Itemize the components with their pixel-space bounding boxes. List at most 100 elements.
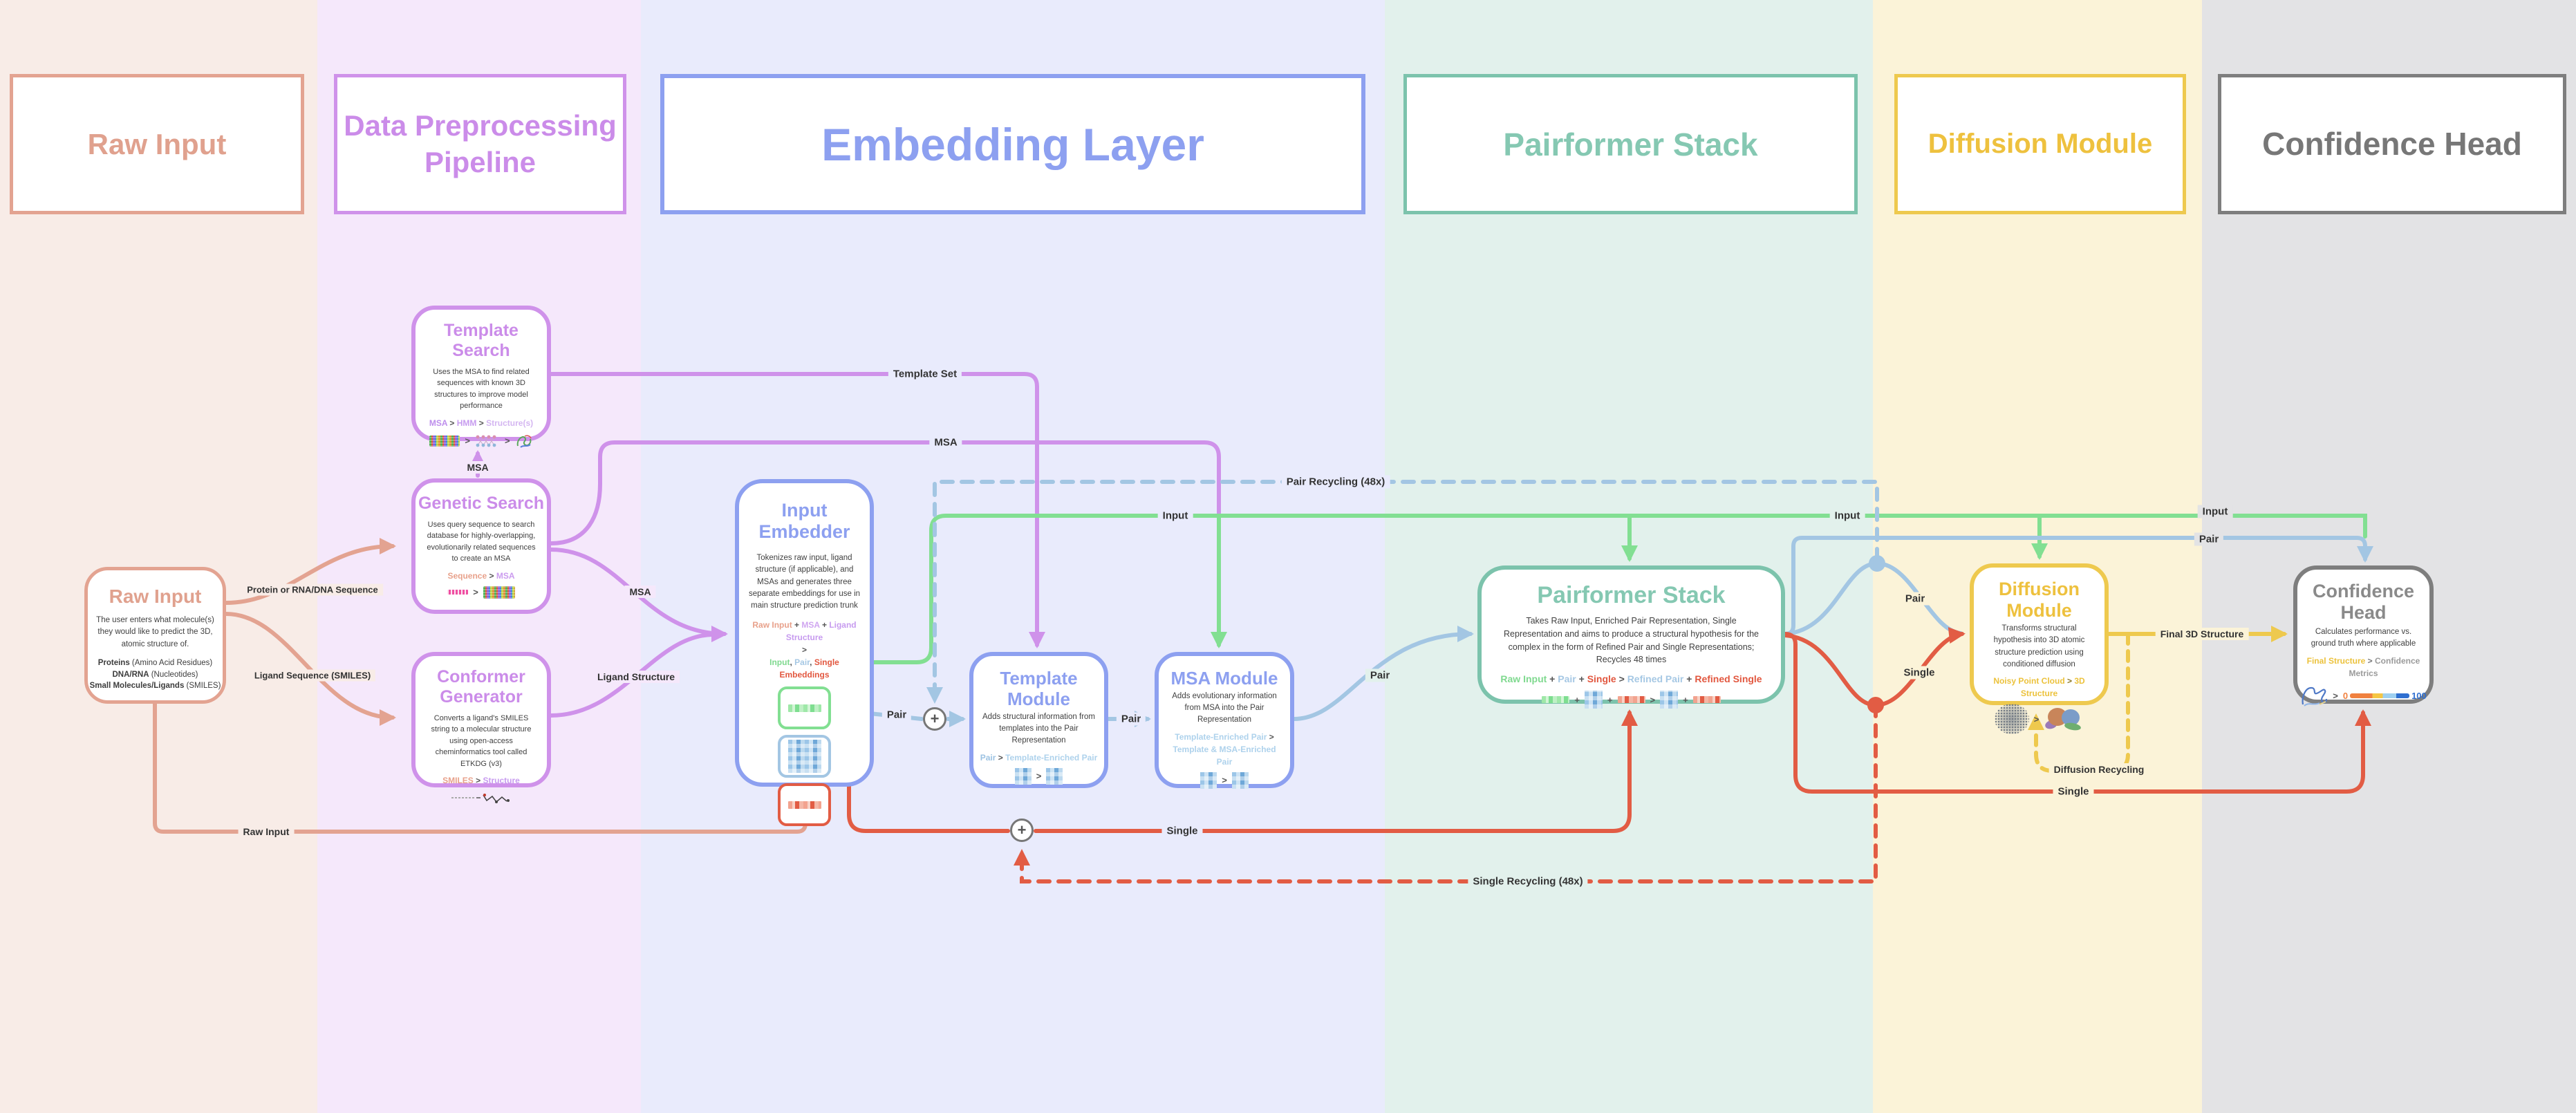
node-caption: Template-Enriched Pair > Template & MSA-… <box>1159 731 1290 768</box>
edge-msa-long <box>549 440 1221 545</box>
edge-label: Ligand Structure <box>592 671 680 683</box>
edge-label: MSA <box>624 586 656 598</box>
caption-segment: > <box>473 776 483 785</box>
edge-raw-to-genetic-search <box>224 538 396 605</box>
node-body: Calculates performance vs. ground truth … <box>2311 628 2416 648</box>
node-icon-row: > <box>1200 771 1249 789</box>
caption-segment: Pair <box>1558 673 1576 685</box>
single-merge-plus-circle: + <box>1010 819 1034 842</box>
edge-label: Template Set <box>888 367 962 381</box>
node-icon-row: > <box>447 586 515 599</box>
chevron-icon: > <box>1222 775 1227 786</box>
caption-segment: > <box>2064 676 2075 686</box>
plus-icon: + <box>1574 694 1580 705</box>
caption-segment: + <box>1683 673 1695 685</box>
edge-label: Final 3D Structure <box>2155 628 2249 640</box>
pair-matrix-icon <box>787 740 821 774</box>
column-header-label: Diffusion Module <box>1928 129 2153 159</box>
node-caption: Raw Input + Pair + Single > Refined Pair… <box>1495 672 1767 686</box>
single-junction-dot <box>1867 697 1884 713</box>
node-diffusion-module: Diffusion Module Transforms structural h… <box>1970 563 2109 735</box>
node-caption: MSA > HMM > Structure(s) <box>424 417 539 429</box>
caption-segment: > <box>447 418 457 428</box>
node-input-embedder: Input Embedder Tokenizes raw input, liga… <box>735 479 874 827</box>
pair-merge-plus-circle: + <box>923 707 946 731</box>
caption-segment: , <box>810 657 814 668</box>
column-header-label: Embedding Layer <box>821 118 1204 170</box>
single-vector-icon <box>787 801 821 809</box>
embedding-boxes <box>778 686 831 827</box>
column-header-confidence-head: Confidence Head <box>2218 74 2566 214</box>
caption-segment: > <box>476 418 487 428</box>
protein-structures-icon <box>516 434 532 448</box>
plus-icon: + <box>1607 694 1613 705</box>
caption-segment: + <box>819 620 830 630</box>
caption-segment: 3D Structure <box>2020 676 2085 699</box>
pair-matrix-icon <box>1231 771 1249 789</box>
column-header-embedding-layer: Embedding Layer <box>660 74 1365 214</box>
pair-embedding-icon <box>778 735 831 778</box>
node-confidence-head: Confidence Head Calculates performance v… <box>2293 565 2434 707</box>
node-template-module: Template Module Adds structural informat… <box>969 652 1108 788</box>
column-header-label: Data Preprocessing Pipeline <box>344 109 617 178</box>
node-body: Takes Raw Input, Enriched Pair Represent… <box>1504 616 1759 665</box>
edge-label: Pair <box>1365 668 1395 682</box>
node-icon-row: + + > + <box>1542 691 1721 709</box>
edge-plus-to-pairformer <box>1034 709 1638 833</box>
chevron-icon: > <box>1036 771 1042 782</box>
pair-matrix-icon <box>1200 771 1217 789</box>
edge-pair-to-diffusion <box>1783 561 1963 636</box>
scale-min-label: 0 <box>2342 691 2349 702</box>
node-icon-row: > 0 100 <box>2300 684 2427 709</box>
chevron-icon: > <box>473 587 478 598</box>
chevron-icon: > <box>505 436 510 446</box>
edge-raw-to-embedder <box>153 702 814 834</box>
smiles-to-molecule-icon <box>451 794 510 803</box>
node-body: The user enters what molecule(s) they wo… <box>96 616 214 648</box>
caption-segment: Template-Enriched Pair <box>1005 752 1098 763</box>
point-cloud-icon <box>1994 704 2029 735</box>
edge-label: Protein or RNA/DNA Sequence <box>242 583 383 596</box>
caption-segment: > <box>1616 673 1627 685</box>
node-conformer-generator: Conformer Generator Converts a ligand's … <box>411 652 551 803</box>
caption-segment: MSA <box>801 620 820 630</box>
edge-label: Pair <box>881 708 912 722</box>
edge-label: Pair Recycling (48x) <box>1281 475 1390 489</box>
edge-label: Diffusion Recycling <box>2048 763 2149 776</box>
edge-label: Single <box>1161 824 1203 838</box>
node-body: Transforms structural hypothesis into 3D… <box>1993 624 2085 668</box>
edge-label: Single <box>2053 785 2094 798</box>
column-header-pairformer-stack: Pairformer Stack <box>1403 74 1858 214</box>
list-item: Small Molecules/Ligands (SMILES) <box>90 680 221 692</box>
caption-segment: > <box>2365 655 2376 666</box>
edge-label: MSA <box>929 436 962 449</box>
node-caption: SMILES > Structure <box>437 774 525 787</box>
node-pairformer-stack: Pairformer Stack Takes Raw Input, Enrich… <box>1477 565 1785 709</box>
node-body: Tokenizes raw input, ligand structure (i… <box>748 554 861 610</box>
node-raw-input: Raw Input The user enters what molecule(… <box>84 567 226 704</box>
node-icon-row: > > <box>429 433 532 449</box>
node-template-search: Template Search Uses the MSA to find rel… <box>411 306 551 448</box>
protein-model-icon <box>2302 686 2328 707</box>
caption-segment: Noisy Point Cloud <box>1993 676 2065 686</box>
caption-segment: Sequence <box>447 570 487 581</box>
edge-label: Pair <box>1116 712 1146 726</box>
node-title: Genetic Search <box>418 494 545 513</box>
caption-segment: , <box>790 657 795 668</box>
node-caption: Pair > Template-Enriched Pair <box>975 751 1103 764</box>
caption-segment: Structure <box>483 776 520 785</box>
caption-segment: Refined Single <box>1695 673 1762 685</box>
pair-matrix-icon <box>1046 767 1063 785</box>
node-title: Input Embedder <box>758 500 850 543</box>
caption-segment: > <box>996 752 1006 763</box>
caption-segment: Template-Enriched Pair <box>1175 731 1267 742</box>
pair-matrix-icon <box>1660 691 1679 709</box>
pair-matrix-icon <box>1014 767 1032 785</box>
node-body: Adds evolutionary information from MSA i… <box>1172 691 1277 724</box>
input-vector-icon <box>787 704 821 712</box>
node-title: Conformer Generator <box>437 667 525 707</box>
node-title: Pairformer Stack <box>1537 582 1726 608</box>
node-body: Converts a ligand's SMILES string to a m… <box>431 713 532 768</box>
caption-segment: SMILES <box>442 776 474 785</box>
column-header-label: Raw Input <box>87 127 227 160</box>
